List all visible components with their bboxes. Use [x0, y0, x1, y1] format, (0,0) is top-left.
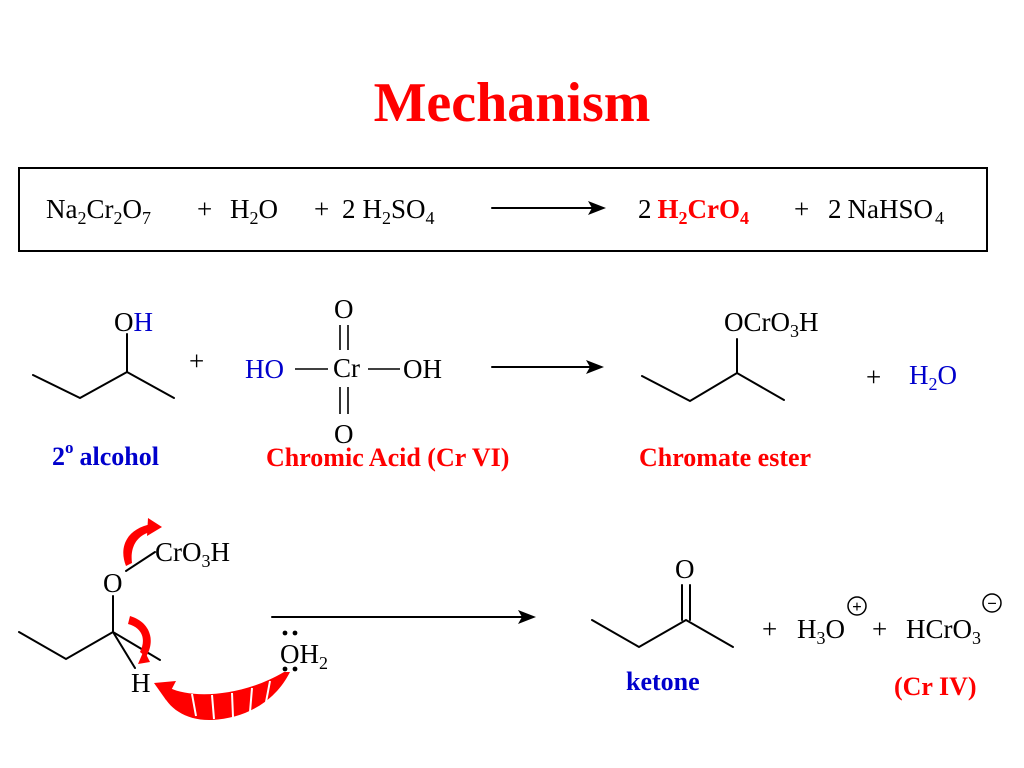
lone-pair-dot — [282, 666, 288, 672]
secondary-alcohol-structure: OH — [32, 307, 175, 400]
cro3h-label: CrO3H — [155, 537, 230, 571]
electron-arrow-top — [123, 518, 162, 566]
reaction-arrow — [491, 360, 604, 374]
reactant-sodium-dichromate: Na2Cr2O7 — [46, 194, 151, 228]
page-title: Mechanism — [374, 72, 651, 134]
equation-box — [18, 167, 988, 252]
hydronium-ion: H3O — [797, 614, 845, 648]
plus-sign: + — [866, 362, 881, 392]
hydroxyl-right: OH — [403, 354, 442, 384]
chromate-ester-structure: OCrO3H — [641, 307, 819, 403]
chromium-iv-label: (Cr IV) — [894, 672, 977, 701]
hydrogen-label: H — [131, 668, 151, 698]
electron-arrow-bottom — [154, 672, 290, 721]
ketone-oxygen-label: O — [675, 554, 695, 584]
negative-charge-text: − — [987, 594, 997, 613]
water-base: OH2 — [280, 639, 328, 673]
chromate-ester-label: Chromate ester — [639, 443, 811, 472]
negative-charge-icon — [982, 593, 1002, 613]
chromium-atom: Cr — [333, 353, 360, 383]
positive-charge-text: + — [852, 597, 862, 616]
lone-pair-dot — [292, 630, 298, 636]
ester-oxygen-label: O — [103, 568, 123, 598]
reaction-arrow — [491, 201, 606, 215]
ketone-structure: O — [591, 554, 734, 649]
hcro3-ion: HCrO3 — [906, 614, 981, 648]
hydroxyl-label: OH — [114, 307, 153, 337]
reaction-arrow — [271, 610, 536, 624]
reactant-water: H2O — [230, 194, 278, 228]
chromic-acid-label: Chromic Acid (Cr VI) — [266, 443, 509, 472]
ester-group-label: OCrO3H — [724, 307, 819, 341]
hydroxyl-left: HO — [245, 354, 284, 384]
chromic-acid-structure: O HO Cr OH O — [245, 294, 442, 449]
plus-sign: + — [197, 194, 212, 224]
ketone-label: ketone — [626, 667, 700, 696]
oxygen-bottom: O — [334, 419, 354, 449]
plus-sign: + — [762, 614, 777, 644]
oxygen-top: O — [334, 294, 354, 324]
plus-sign: + — [189, 346, 204, 376]
electron-arrow-middle — [128, 616, 151, 664]
positive-charge-icon — [847, 596, 867, 616]
plus-sign: + — [794, 194, 809, 224]
lone-pair-dot — [282, 630, 288, 636]
plus-sign: + — [872, 614, 887, 644]
water-product: H2O — [909, 360, 957, 394]
plus-sign: + — [314, 194, 329, 224]
lone-pair-dot — [292, 666, 298, 672]
ester-intermediate-structure: O CrO3H H — [18, 537, 230, 698]
